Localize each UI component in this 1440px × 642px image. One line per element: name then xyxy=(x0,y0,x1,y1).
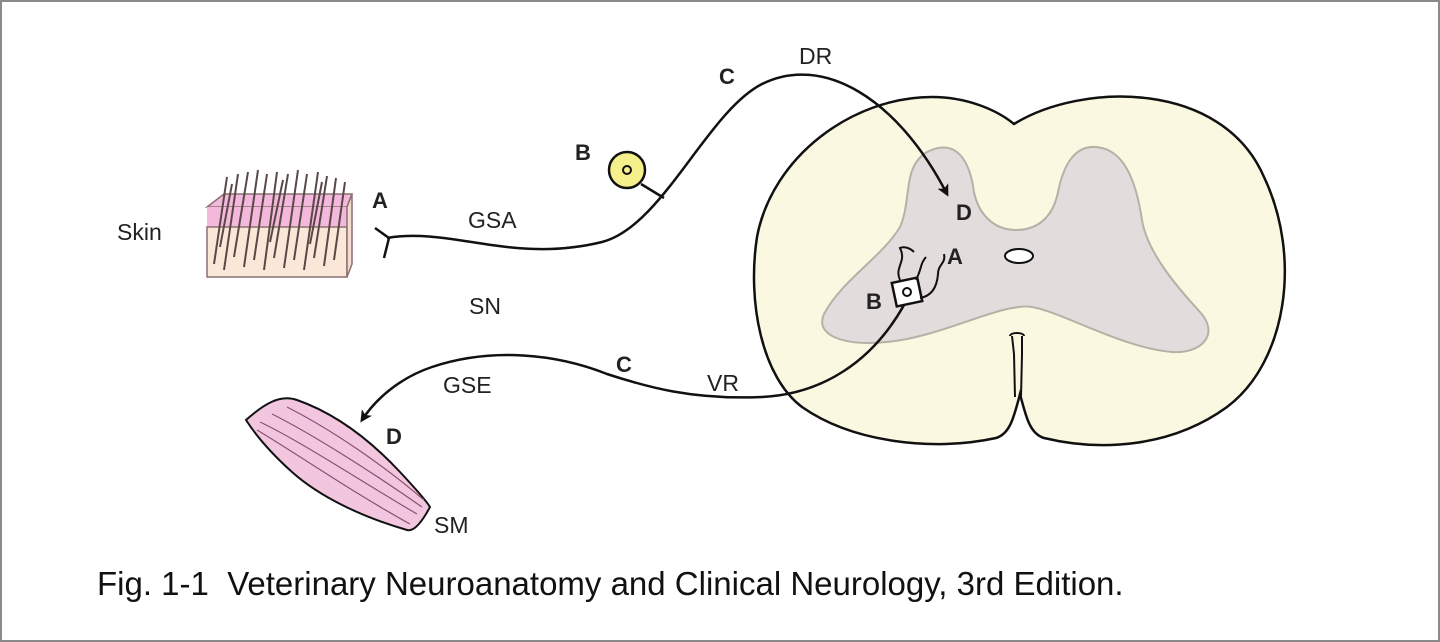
ganglion-stalk xyxy=(640,182,665,200)
label-sn: SN xyxy=(469,293,501,319)
label-gse: GSE xyxy=(443,372,492,398)
label-c-efferent: C xyxy=(616,352,632,377)
label-b-neuron: B xyxy=(866,289,882,314)
skin-block xyxy=(204,169,354,278)
label-a-receptor: A xyxy=(372,188,388,213)
label-skin: Skin xyxy=(117,219,162,245)
skeletal-muscle xyxy=(244,397,432,532)
motor-neuron xyxy=(890,246,946,308)
efferent-fiber xyxy=(360,304,906,423)
label-a-neuron: A xyxy=(947,244,963,269)
label-dr: DR xyxy=(799,43,832,69)
afferent-fiber xyxy=(386,73,949,251)
label-sm: SM xyxy=(434,512,469,538)
label-c-afferent: C xyxy=(719,64,735,89)
label-vr: VR xyxy=(707,370,739,396)
label-d-muscle: D xyxy=(386,424,402,449)
ganglion-cell-body xyxy=(607,150,647,190)
label-d-synapse: D xyxy=(956,200,972,225)
receptor-ending xyxy=(374,226,391,259)
figure-caption: Fig. 1-1 Veterinary Neuroanatomy and Cli… xyxy=(97,565,1124,602)
label-gsa: GSA xyxy=(468,207,517,233)
label-b-ganglion: B xyxy=(575,140,591,165)
central-canal xyxy=(1004,248,1034,264)
ventral-median-fissure xyxy=(1009,332,1025,398)
